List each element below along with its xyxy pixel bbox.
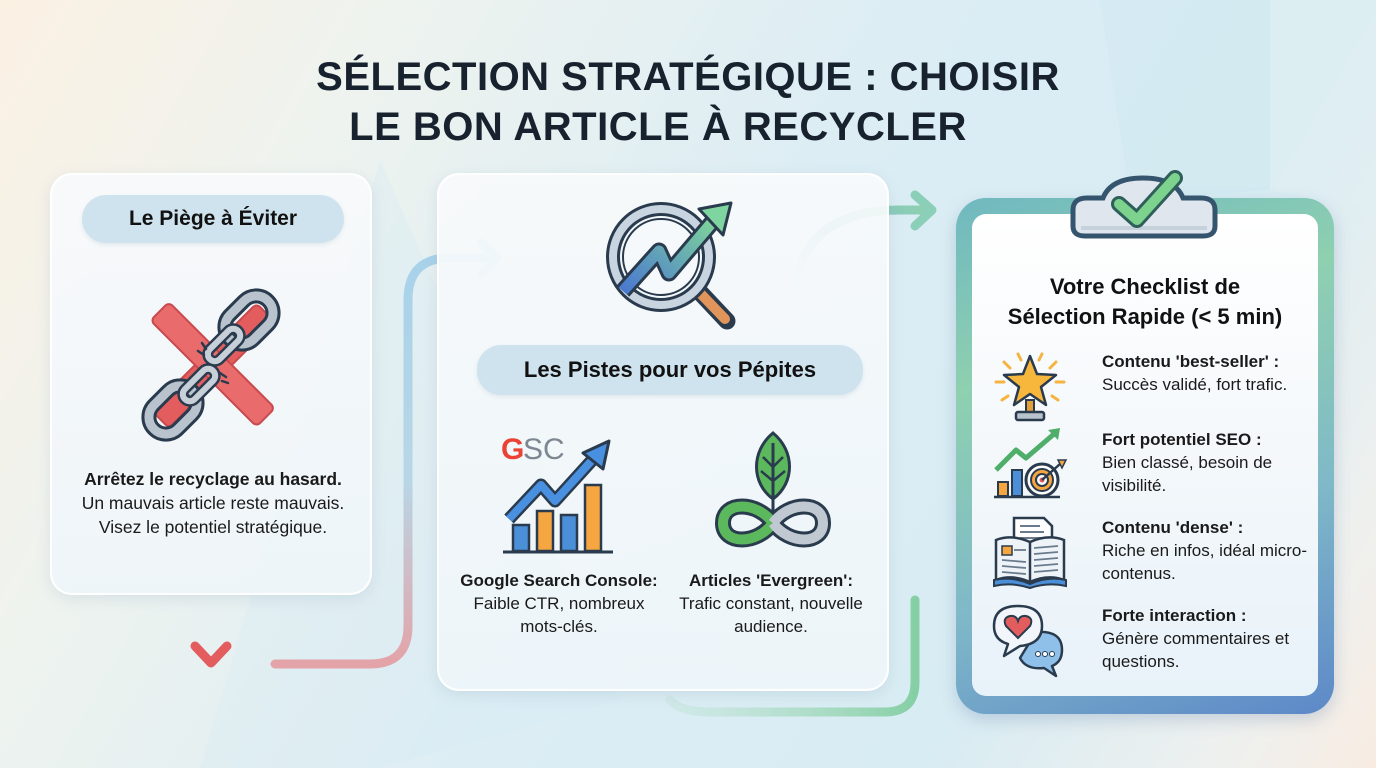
checklist-item-dense: Contenu 'dense' : Riche en infos, idéal … [990, 514, 1310, 594]
leaf-infinity-icon [714, 431, 832, 548]
star-trophy-icon [994, 352, 1066, 422]
evergreen-lead-title: Articles 'Evergreen': [689, 571, 853, 590]
checklist-item-best-seller: Contenu 'best-seller' : Succès validé, f… [990, 348, 1310, 428]
gsc-lead-title: Google Search Console: [460, 571, 658, 590]
chat-bubbles-heart-icon [992, 604, 1064, 678]
evergreen-lead: Articles 'Evergreen': Trafic constant, n… [671, 569, 871, 638]
open-book-document-icon [993, 516, 1067, 590]
seo-target-chart-icon [994, 428, 1068, 499]
dense-title: Contenu 'dense' : [1102, 518, 1244, 537]
checklist-card: Votre Checklist de Sélection Rapide (< 5… [972, 214, 1318, 696]
broken-chain-x-icon [141, 288, 281, 442]
checklist-title: Votre Checklist de Sélection Rapide (< 5… [972, 272, 1318, 332]
trap-text-bold: Arrêtez le recyclage au hasard. [84, 469, 342, 489]
trap-card: Le Piège à Éviter Arrêtez le recyclage a… [50, 173, 372, 595]
title-line-2: LE BON ARTICLE À RECYCLER [349, 105, 967, 149]
best-seller-title: Contenu 'best-seller' : [1102, 352, 1280, 371]
trap-text: Arrêtez le recyclage au hasard. Un mauva… [72, 467, 354, 539]
magnifier-trend-icon [606, 201, 736, 330]
leads-heading: Les Pistes pour vos Pépites [477, 345, 863, 395]
interaction-title: Forte interaction : [1102, 606, 1247, 625]
leads-card: Les Pistes pour vos Pépites G SC Google … [437, 173, 889, 691]
evergreen-lead-desc: Trafic constant, nouvelle audience. [679, 594, 863, 636]
title-line-1: SÉLECTION STRATÉGIQUE : CHOISIR [316, 55, 1060, 99]
gsc-lead: Google Search Console: Faible CTR, nombr… [459, 569, 659, 638]
trap-text-rest: Un mauvais article reste mauvais. Visez … [81, 493, 345, 537]
clipboard-check-icon [1070, 170, 1218, 239]
seo-desc: Bien classé, besoin de visibilité. [1102, 453, 1273, 495]
interaction-desc: Génère commentaires et questions. [1102, 629, 1290, 671]
dense-desc: Riche en infos, idéal micro-contenus. [1102, 541, 1308, 583]
svg-text:G: G [501, 433, 524, 466]
gsc-logo-text: SC [523, 433, 565, 466]
checklist-item-seo: Fort potentiel SEO : Bien classé, besoin… [990, 426, 1310, 506]
seo-title: Fort potentiel SEO : [1102, 430, 1262, 449]
gsc-bar-chart-icon: G SC [501, 433, 613, 554]
checklist-title-line-1: Votre Checklist de [1049, 274, 1241, 299]
checklist-frame: Votre Checklist de Sélection Rapide (< 5… [956, 198, 1334, 714]
page-title: SÉLECTION STRATÉGIQUE : CHOISIR LE BON A… [0, 52, 1376, 152]
checklist-title-line-2: Sélection Rapide (< 5 min) [1007, 304, 1283, 329]
checklist-item-interaction: Forte interaction : Génère commentaires … [990, 602, 1310, 682]
gsc-lead-desc: Faible CTR, nombreux mots-clés. [473, 594, 645, 636]
trap-heading: Le Piège à Éviter [82, 195, 344, 243]
best-seller-desc: Succès validé, fort trafic. [1102, 375, 1288, 394]
